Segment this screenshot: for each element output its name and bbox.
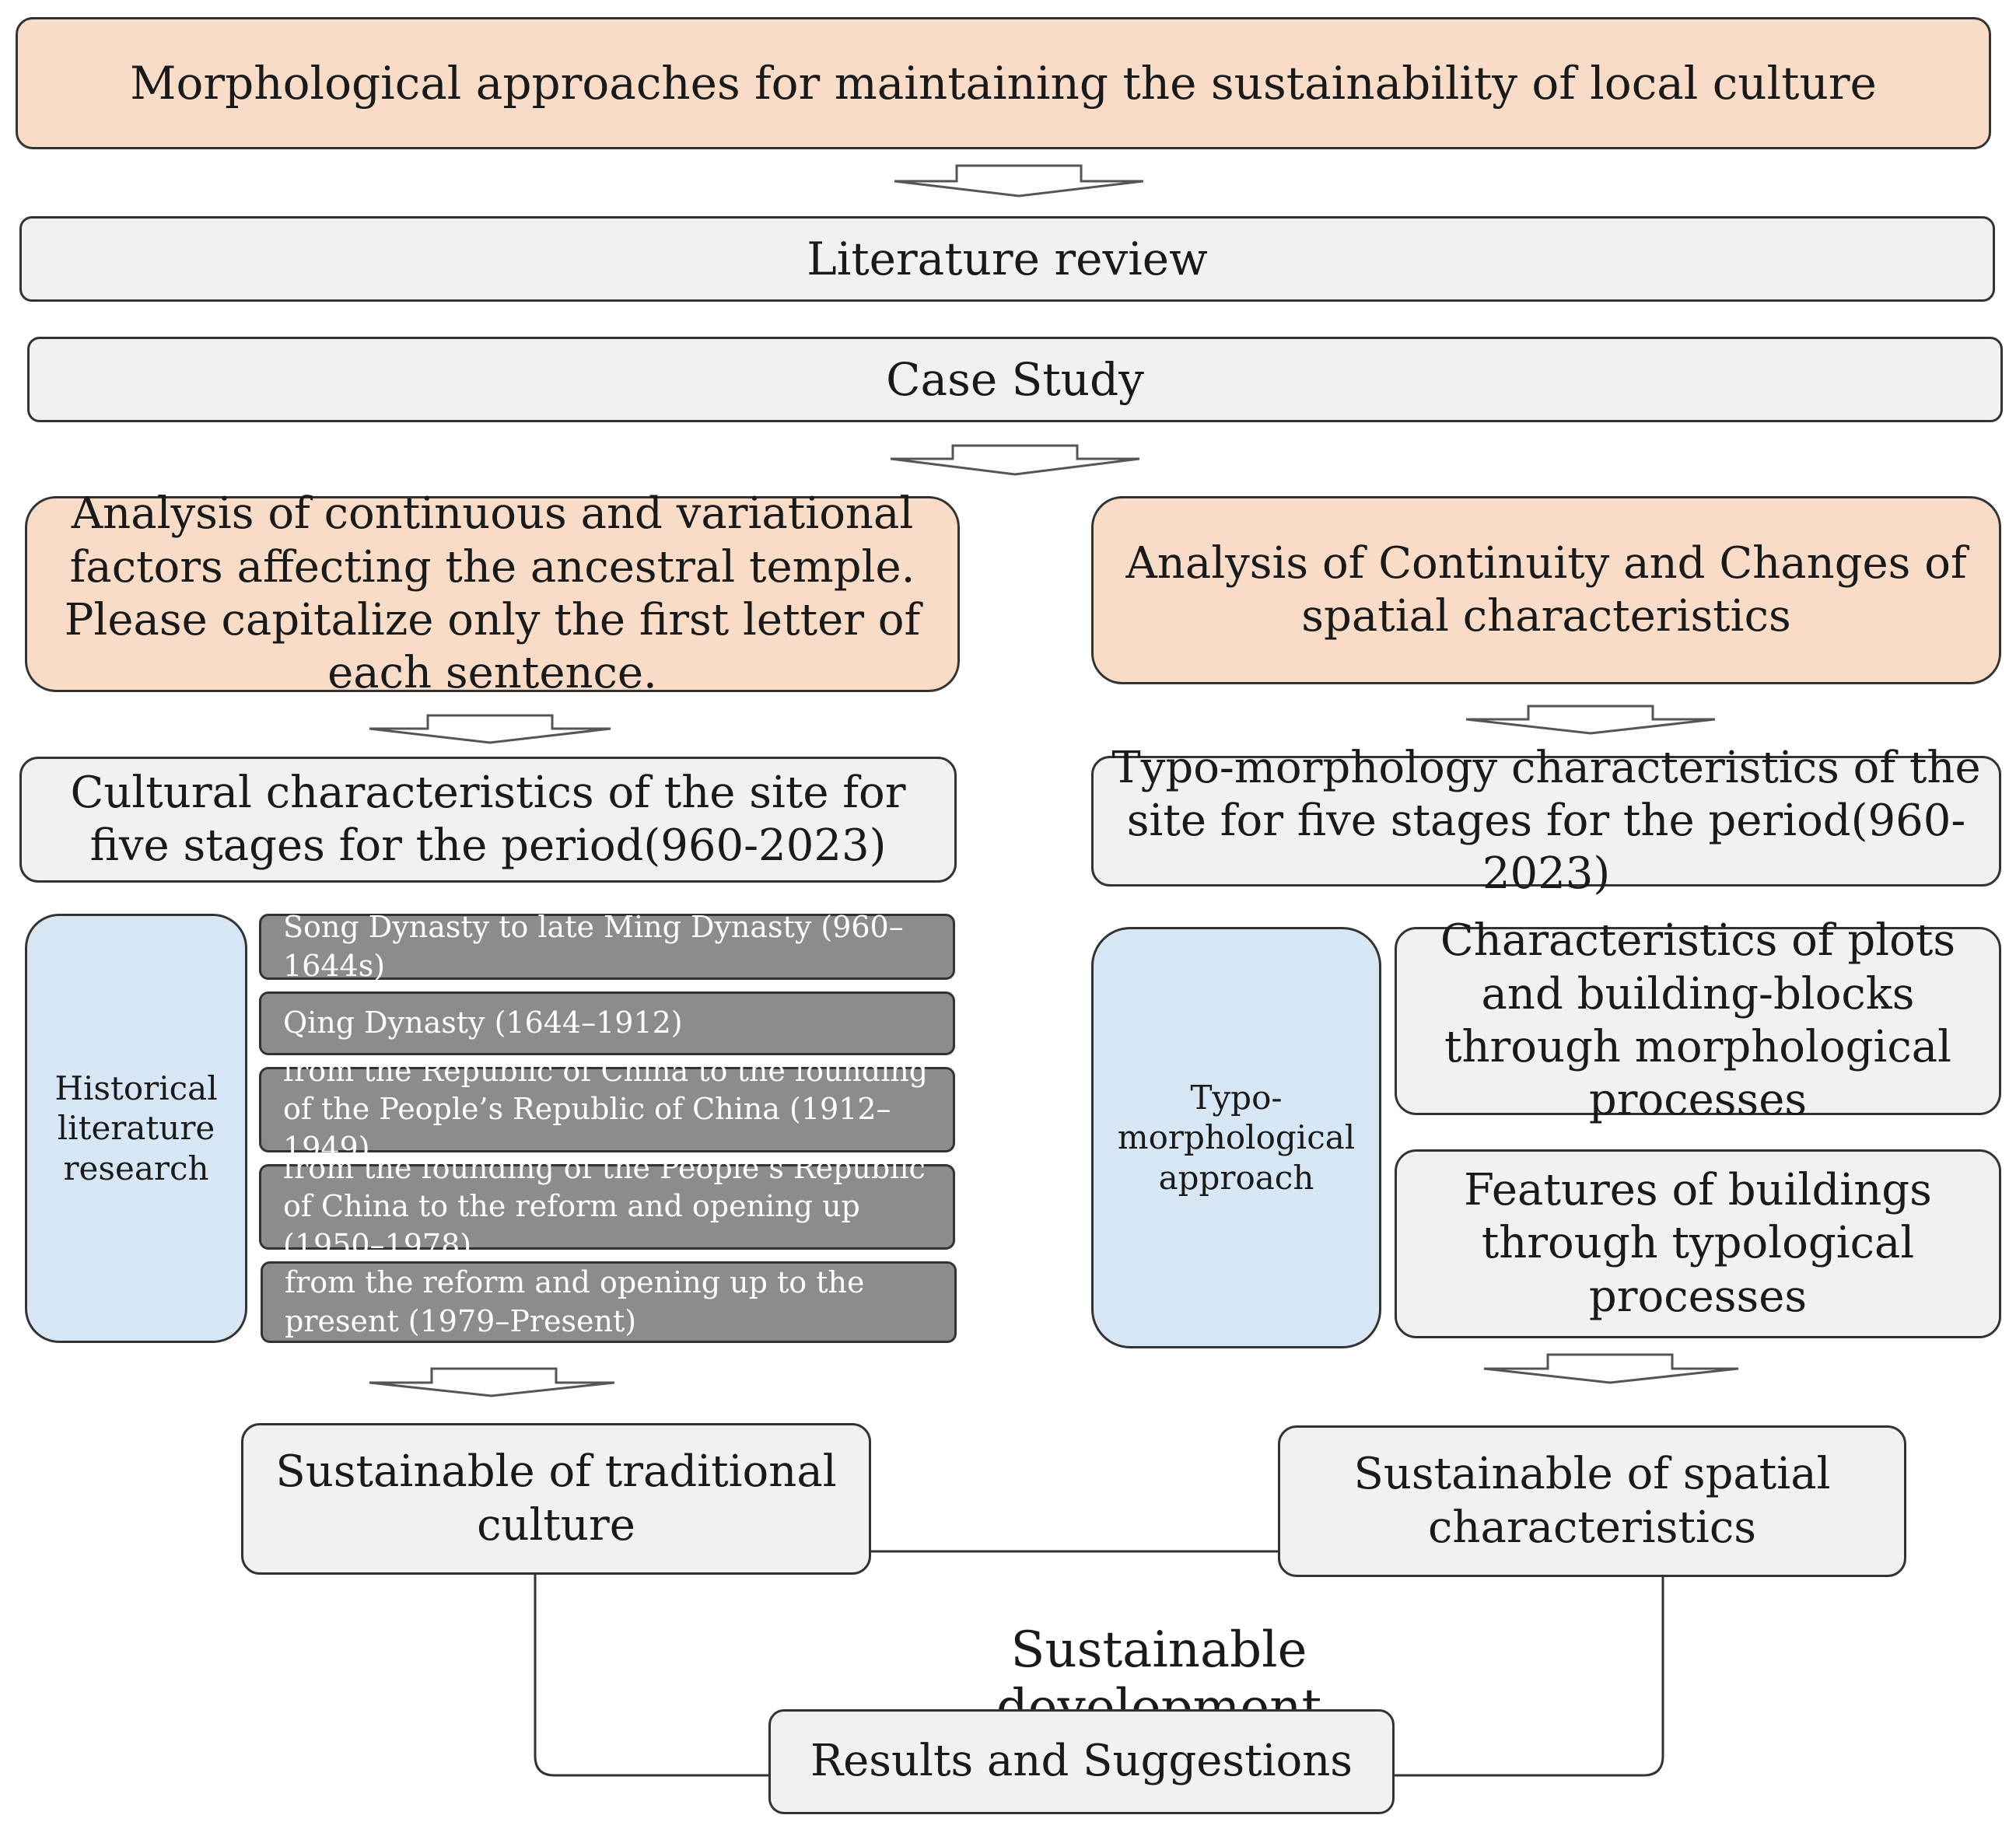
spatial-characteristics-box: Sustainable of spatial characteristics [1278, 1425, 1906, 1577]
stage-1-text: Song Dynasty to late Ming Dynasty (960–1… [283, 910, 904, 983]
typo-morphology-characteristics-box: Typo-morphology characteristics of the s… [1091, 743, 2001, 899]
down-arrow-left-1 [369, 714, 611, 744]
literature-review-box: Literature review [19, 216, 1995, 302]
case-study-text: Case Study [886, 352, 1144, 406]
results-suggestions-text: Results and Suggestions [810, 1736, 1353, 1787]
stage-1-box: Song Dynasty to late Ming Dynasty (960–1… [259, 910, 955, 983]
literature-review-text: Literature review [807, 232, 1208, 285]
historical-research-text: Historical literature research [54, 1069, 218, 1187]
connector-left-bracket [534, 1575, 768, 1777]
cultural-characteristics-box: Cultural characteristics of the site for… [19, 757, 957, 883]
connector-right-bracket [1395, 1576, 1664, 1777]
title-box: Morphological approaches for maintaining… [16, 17, 1991, 149]
spatial-characteristics-text: Sustainable of spatial characteristics [1353, 1449, 1831, 1553]
stage-4-text: from the founding of the People’s Republ… [283, 1150, 926, 1262]
down-arrow-right-1 [1465, 705, 1716, 735]
plots-blocks-text: Characteristics of plots and building-bl… [1440, 915, 1956, 1126]
stage-3-box: from the Republic of China to the foundi… [259, 1054, 955, 1165]
stage-4-box: from the founding of the People’s Republ… [259, 1151, 955, 1262]
case-study-box: Case Study [27, 337, 2003, 422]
right-analysis-text: Analysis of Continuity and Changes of sp… [1125, 537, 1967, 642]
traditional-culture-box: Sustainable of traditional culture [241, 1423, 871, 1575]
down-arrow-2 [890, 444, 1140, 476]
title-text: Morphological approaches for maintaining… [130, 56, 1877, 110]
down-arrow-1 [894, 164, 1144, 198]
stage-2-text: Qing Dynasty (1644–1912) [283, 1005, 683, 1040]
traditional-culture-text: Sustainable of traditional culture [275, 1446, 837, 1551]
stage-2-box: Qing Dynasty (1644–1912) [259, 991, 955, 1055]
right-analysis-box: Analysis of Continuity and Changes of sp… [1091, 496, 2001, 684]
left-analysis-box: Analysis of continuous and variational f… [25, 488, 960, 698]
typo-morphology-characteristics-text: Typo-morphology characteristics of the s… [1111, 742, 1981, 900]
cultural-characteristics-text: Cultural characteristics of the site for… [70, 767, 906, 871]
plots-blocks-box: Characteristics of plots and building-bl… [1395, 915, 2001, 1125]
typo-morphological-approach-box: Typo-morphological approach [1091, 927, 1381, 1348]
stage-5-text: from the reform and opening up to the pr… [285, 1265, 865, 1338]
typo-morphological-approach-text: Typo-morphological approach [1117, 1079, 1356, 1197]
buildings-features-text: Features of buildings through typologica… [1464, 1165, 1932, 1322]
results-suggestions-box: Results and Suggestions [768, 1709, 1395, 1814]
stage-5-box: from the reform and opening up to the pr… [261, 1261, 957, 1343]
stage-3-text: from the Republic of China to the foundi… [283, 1053, 929, 1165]
down-arrow-right-2b [1483, 1353, 1739, 1384]
down-arrow-left-2 [369, 1367, 615, 1397]
historical-research-box: Historical literature research [25, 914, 247, 1343]
left-analysis-text: Analysis of continuous and variational f… [64, 488, 921, 699]
buildings-features-box: Features of buildings through typologica… [1395, 1149, 2001, 1338]
